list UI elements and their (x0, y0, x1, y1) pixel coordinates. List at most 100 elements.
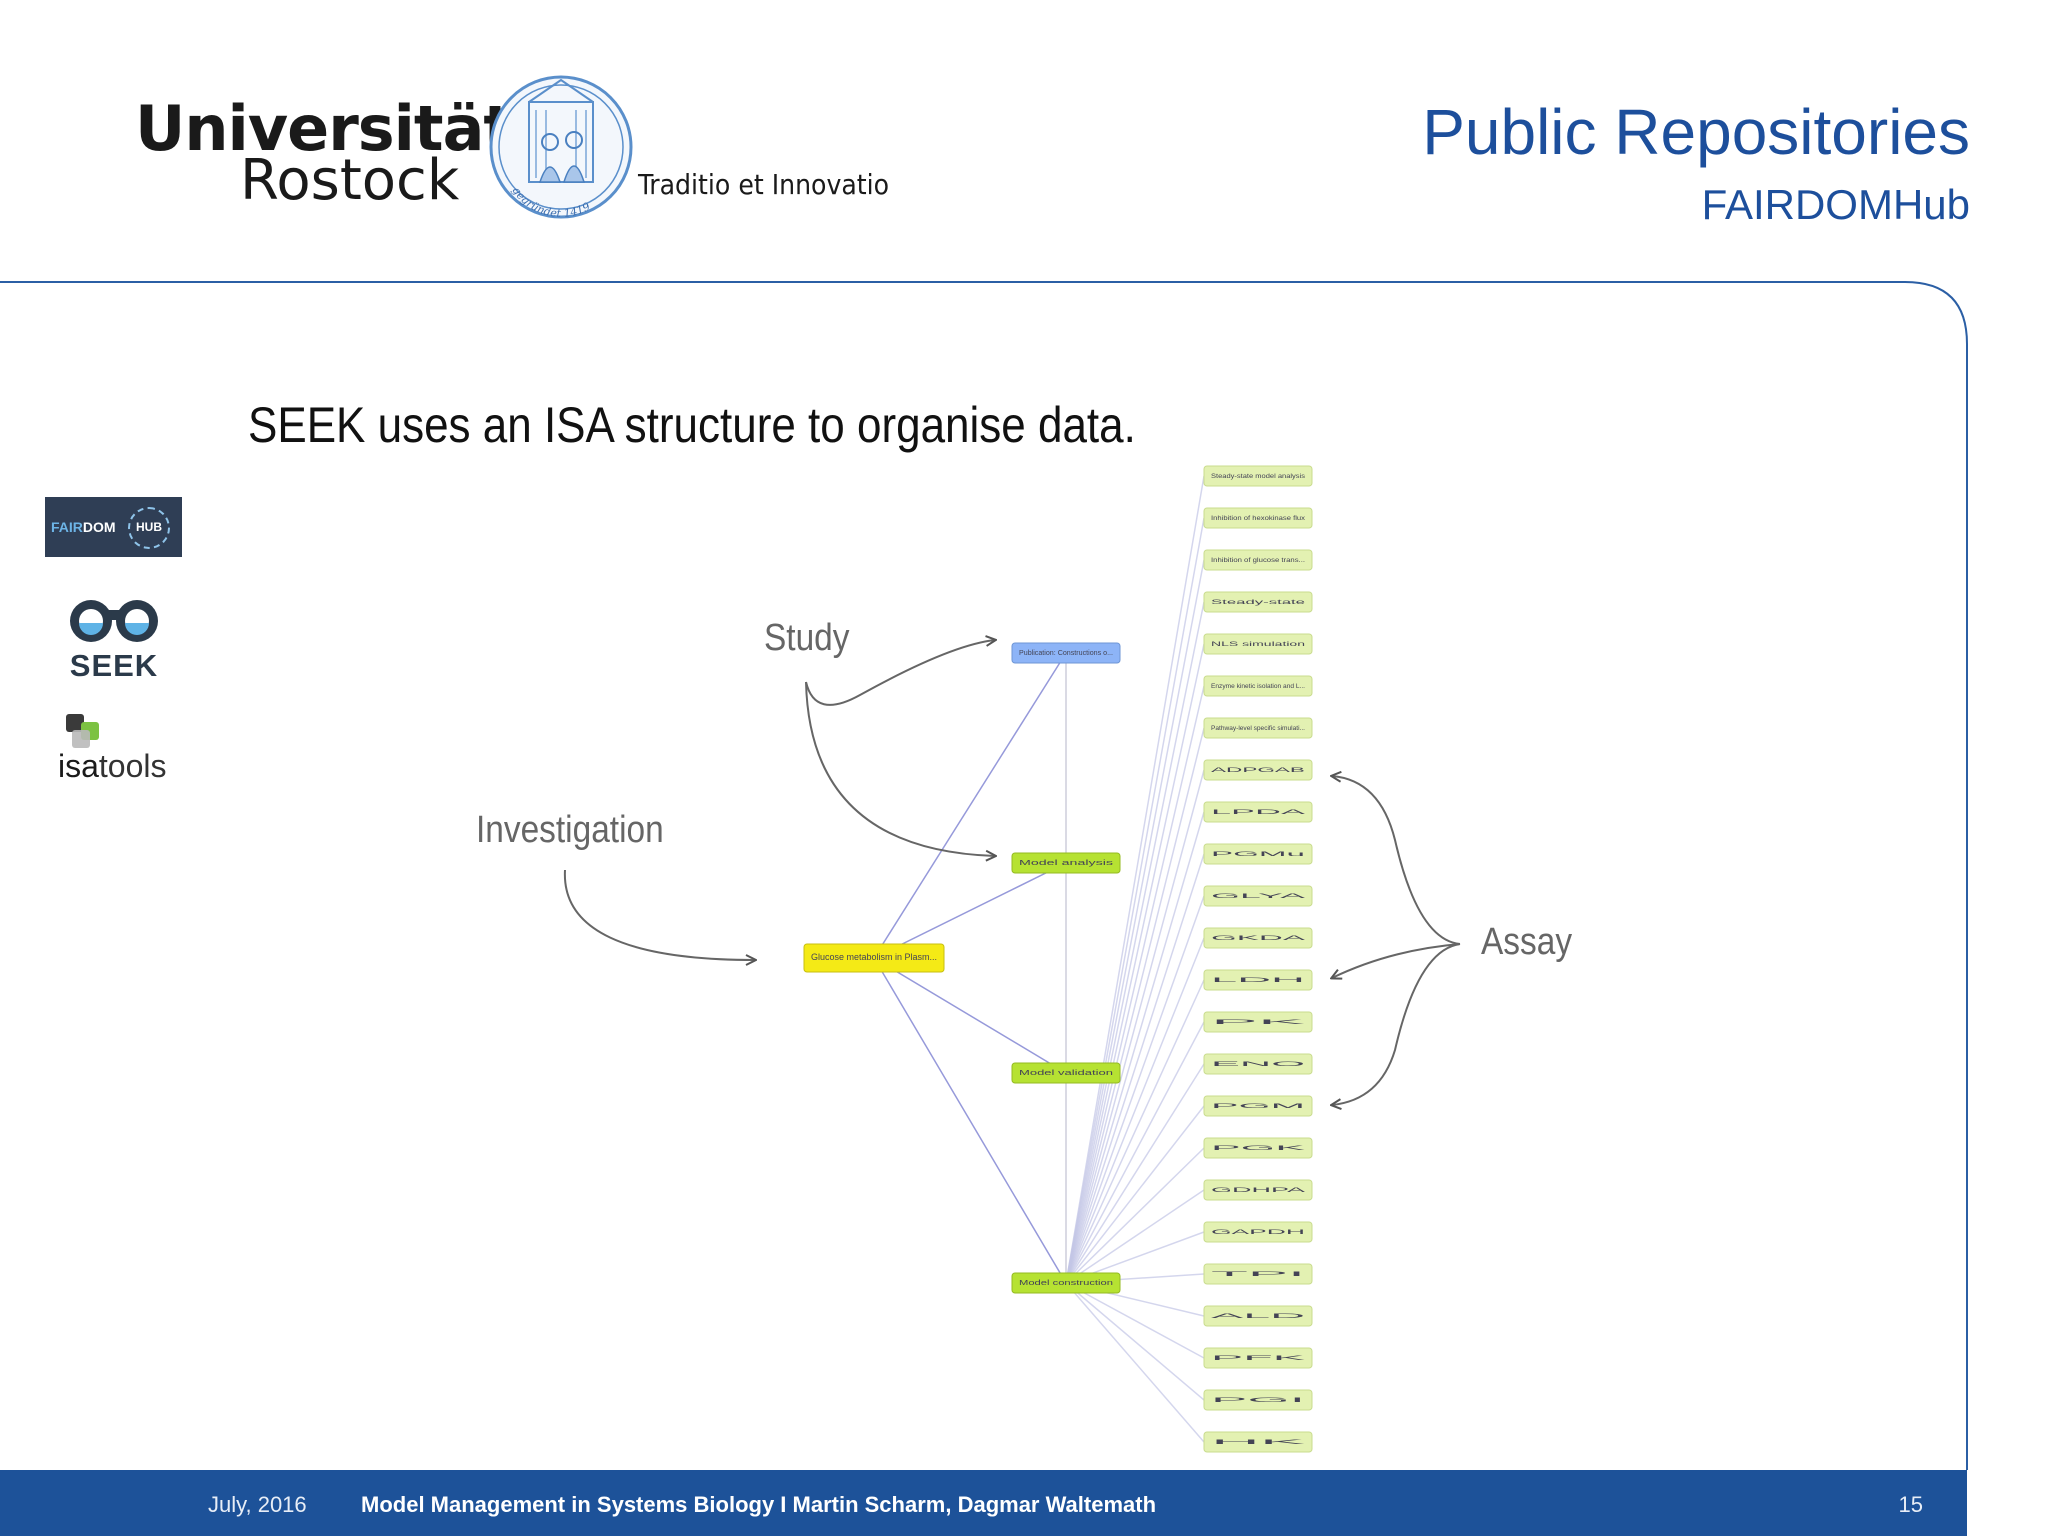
assay-node-label: ALD (1211, 1314, 1310, 1320)
assay-node-box (1203, 801, 1313, 823)
edge-study-assay (1065, 1063, 1205, 1284)
footer-date: July, 2016 (208, 1492, 307, 1517)
edge-investigation-study (873, 957, 1067, 1284)
assay-node-box (1203, 633, 1313, 655)
fairdom-logo-text-fair: FAIR (51, 519, 83, 535)
assay-node-box (1203, 759, 1313, 781)
assay-node-box (1203, 549, 1313, 571)
study-node-box (1011, 1062, 1121, 1084)
assay-node: TPI (1203, 1263, 1313, 1285)
assay-node-box (1203, 465, 1313, 487)
assay-node-box (1203, 1389, 1313, 1411)
assay-node-box (1203, 969, 1313, 991)
edge-investigation-study (873, 862, 1067, 959)
assay-node: ADPGAB (1203, 759, 1313, 781)
assay-node-box (1203, 1053, 1313, 1075)
assay-node-label: ENO (1211, 1062, 1307, 1068)
assay-arrow-mid (1332, 943, 1461, 978)
assay-node-label: Steady-state (1211, 600, 1307, 606)
study-node: Model construction (1011, 1272, 1121, 1294)
edge-study-assay (1065, 979, 1205, 1284)
assay-node-box (1203, 1179, 1313, 1201)
edge-study-assay (1065, 559, 1205, 1284)
assay-node: HK (1203, 1431, 1313, 1453)
assay-node: GLYA (1203, 885, 1313, 907)
assay-node-label: GLYA (1211, 894, 1305, 900)
assay-node: PGK (1203, 1137, 1313, 1159)
assay-node-label: PFK (1211, 1356, 1305, 1362)
assay-node-label: HK (1211, 1440, 1305, 1446)
edge-study-assay (1065, 895, 1205, 1284)
study-node-label: Model construction (1019, 1280, 1113, 1287)
assay-node-box (1203, 1263, 1313, 1285)
assay-node: LPDA (1203, 801, 1313, 823)
edge-study-assay (1065, 727, 1205, 1284)
assay-node-box (1203, 675, 1313, 697)
assay-node-box (1203, 1137, 1313, 1159)
edge-study-assay (1065, 1105, 1205, 1284)
assay-node-label: Inhibition of glucose trans... (1211, 558, 1305, 564)
edge-study-assay (1065, 1282, 1205, 1443)
assay-node-label: PGMu (1211, 852, 1305, 858)
fairdom-logo-text-dom: DOM (82, 519, 116, 535)
footer-bar: July, 2016 Model Management in Systems B… (0, 1470, 1967, 1536)
study-node-box (1011, 1272, 1121, 1294)
assay-node-box (1203, 507, 1313, 529)
edge-study-assay (1065, 769, 1205, 1284)
assay-node-box (1203, 1221, 1313, 1243)
assay-node: ENO (1203, 1053, 1313, 1075)
edge-study-assay (1065, 853, 1205, 1284)
assay-node-label: ADPGAB (1211, 768, 1305, 774)
edge-study-assay (1065, 643, 1205, 1284)
assay-arrow-bottom (1332, 943, 1461, 1105)
edge-study-assay (1065, 811, 1205, 1284)
edge-study-assay (1065, 475, 1205, 1284)
assay-node-label: PGI (1211, 1398, 1308, 1404)
assay-node-label: Inhibition of hexokinase flux (1211, 516, 1305, 522)
binoculars-icon (70, 600, 158, 642)
study-node-label: Model analysis (1019, 860, 1114, 867)
isatools-squares-icon (66, 714, 99, 748)
assay-node: ALD (1203, 1305, 1313, 1327)
assay-node: NLS simulation (1203, 633, 1313, 655)
assay-node-label: PGM (1211, 1104, 1305, 1110)
fairdom-hub-text: HUB (136, 520, 162, 534)
study-node: Publication: Constructions o... (1011, 642, 1121, 664)
assay-node: GKDA (1203, 927, 1313, 949)
assay-node-box (1203, 1095, 1313, 1117)
study-arrow-2 (805, 681, 995, 856)
fairdom-hub-badge: HUB (128, 507, 170, 549)
assay-node-box (1203, 843, 1313, 865)
assay-node-box (1203, 717, 1313, 739)
edge-study-assay (1065, 1147, 1205, 1284)
study-node: Model analysis (1011, 852, 1121, 874)
study-node-label: Model validation (1019, 1070, 1113, 1077)
seek-logo-text: SEEK (69, 648, 159, 683)
edge-investigation-study (873, 652, 1067, 959)
assay-node: Steady-state model analysis (1203, 465, 1313, 487)
assay-node-label: PK (1211, 1020, 1305, 1026)
assay-node-label: Steady-state model analysis (1211, 474, 1305, 480)
edge-investigation-study (873, 957, 1067, 1074)
assay-node-label: PGK (1211, 1146, 1305, 1152)
assay-node-box (1203, 1305, 1313, 1327)
page-subtitle: FAIRDOMHub (1701, 181, 1970, 228)
assay-node-label: TPI (1211, 1272, 1308, 1278)
investigation-node-label: Glucose metabolism in Plasm... (811, 952, 937, 962)
edge-study-assay (1065, 1282, 1205, 1401)
edge-study-assay (1065, 601, 1205, 1284)
assay-node: Pathway-level specific simulati... (1203, 717, 1313, 739)
isatools-text-tools: tools (98, 748, 167, 784)
study-node: Model validation (1011, 1062, 1121, 1084)
assay-node-box (1203, 591, 1313, 613)
assay-node-label: LDH (1211, 978, 1305, 984)
assay-node: PGM (1203, 1095, 1313, 1117)
assay-node-box (1203, 885, 1313, 907)
investigation-node-box (803, 943, 945, 973)
assay-label: Assay (1481, 920, 1572, 962)
assay-node: Steady-state (1203, 591, 1313, 613)
study-label: Study (764, 616, 850, 658)
investigation-label: Investigation (476, 808, 664, 850)
fairdomhub-logo: FAIRDOM HUB (45, 497, 182, 557)
